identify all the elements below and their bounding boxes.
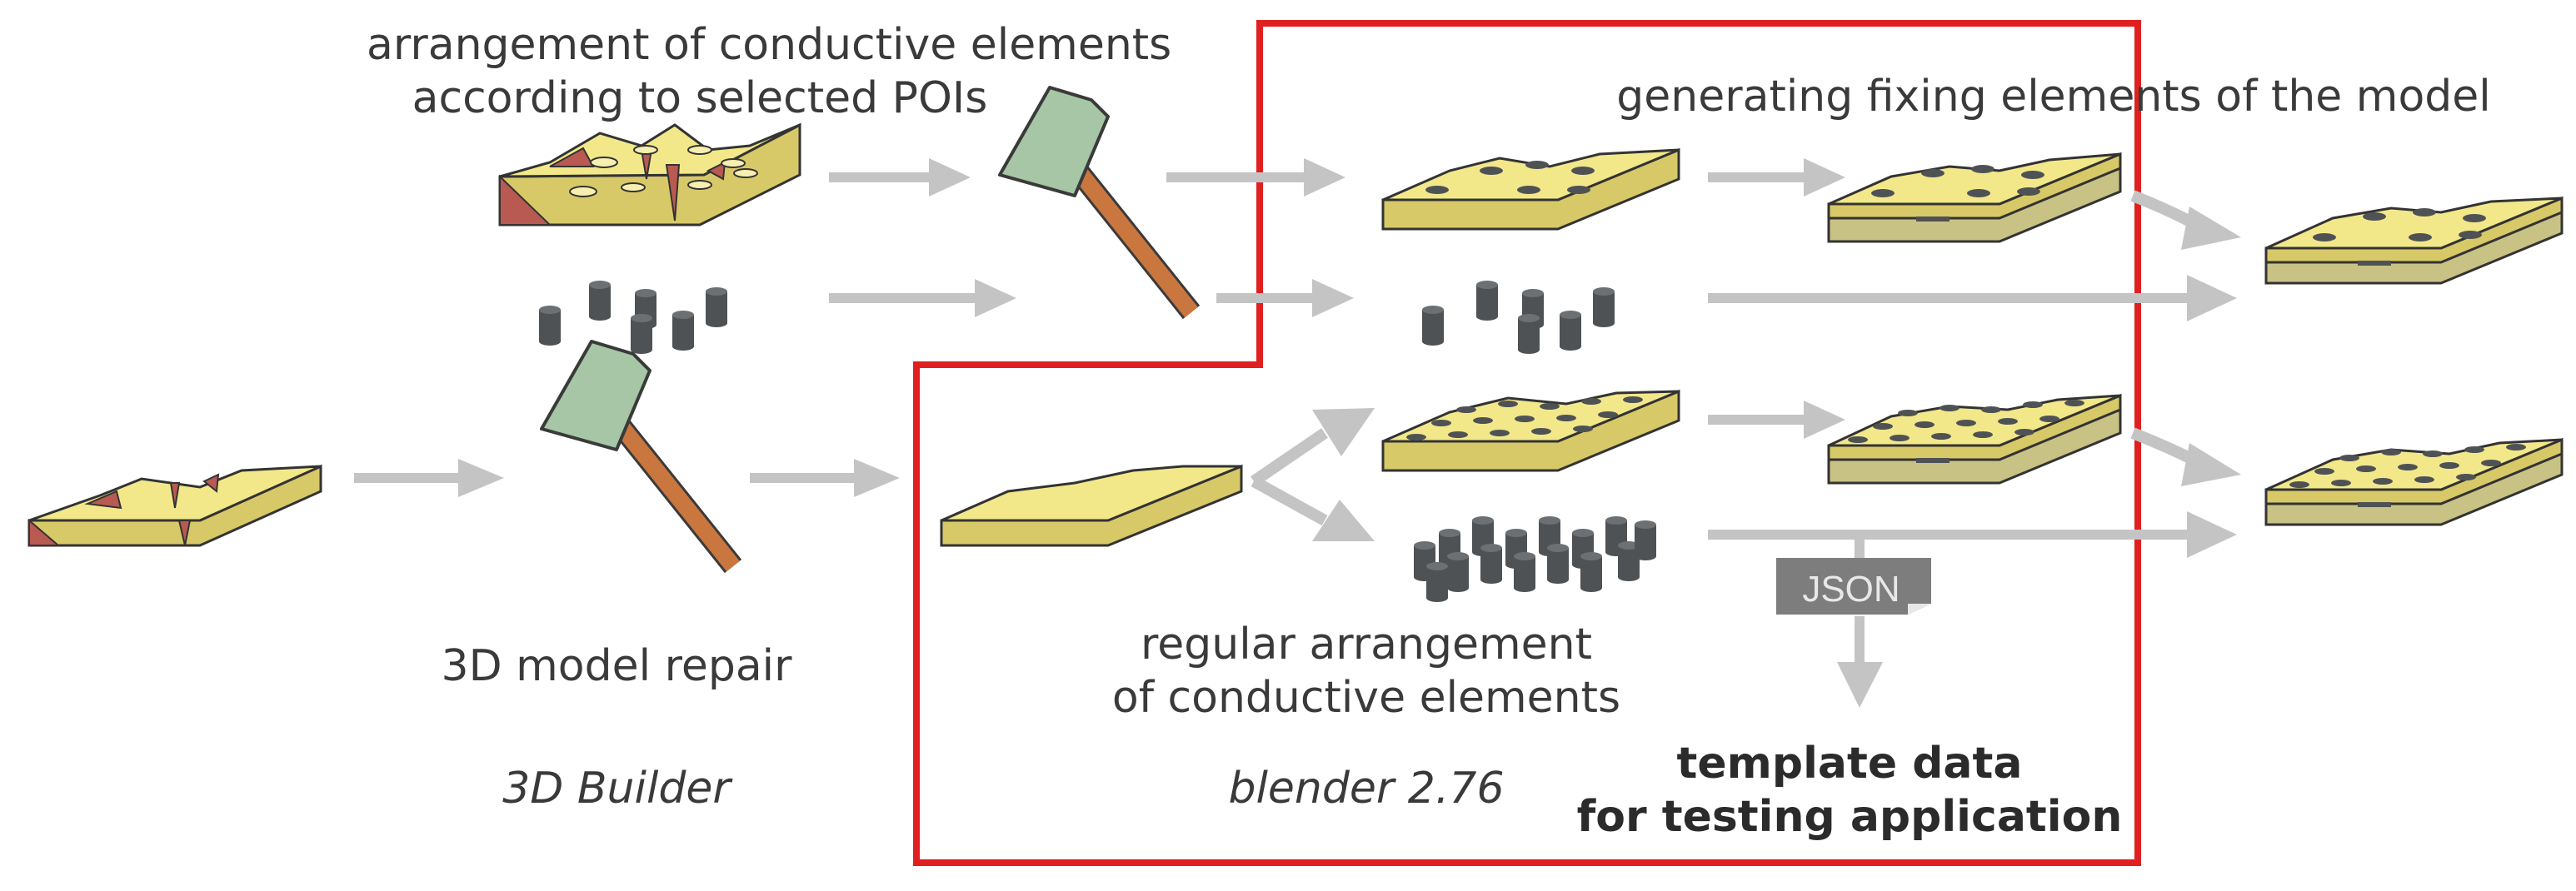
label-conductive-top: arrangement of conductive elements accor…: [367, 18, 1172, 125]
label-fixing: generating fixing elements of the model: [1616, 72, 2491, 122]
label-template: template data for testing application: [1566, 737, 2133, 844]
arrow-icon: [829, 279, 1016, 317]
model-regular-fixed: [1827, 393, 2122, 485]
arrow-icon: [1216, 279, 1354, 317]
label-blender: blender 2.76: [1228, 764, 1505, 814]
label-conductive-top-line2: according to selected POIs: [412, 73, 988, 123]
json-document-icon: JSON: [1776, 558, 1931, 615]
arrow-icon: [1166, 158, 1345, 197]
cylinders-poi-fixed: [1422, 281, 1615, 354]
model-poi-final: [2264, 196, 2564, 285]
arrow-icon: [1837, 616, 1883, 708]
arrow-icon: [1708, 158, 1845, 197]
cylinders-regular: [1414, 516, 1656, 602]
hammer-icon: [542, 341, 733, 566]
label-regular-line2: of conductive elements: [1111, 673, 1621, 723]
arrow-icon: [1251, 428, 1328, 486]
json-label: JSON: [1802, 569, 1900, 610]
model-defective-poi: [498, 122, 801, 226]
label-regular-line1: regular arrangement: [1141, 620, 1592, 669]
label-conductive-top-line1: arrangement of conductive elements: [367, 20, 1172, 70]
label-repair: 3D model repair: [441, 641, 792, 691]
arrow-icon: [1251, 475, 1328, 526]
model-regular-slab: [1381, 389, 1680, 472]
arrow-icon: [354, 459, 504, 497]
json-connector: [1855, 535, 1865, 558]
arrow-icon: [1708, 275, 2237, 321]
model-defective: [27, 464, 322, 547]
model-plain-slab: [940, 464, 1243, 547]
highlight-frame: [913, 20, 2141, 866]
model-poi-fixed: [1827, 152, 2122, 243]
label-template-line2: for testing application: [1576, 792, 2123, 842]
model-regular-final: [2264, 437, 2564, 526]
arrow-icon: [750, 459, 900, 497]
arrow-icon: [1708, 401, 1845, 439]
arrow-icon: [829, 158, 971, 197]
cylinders-poi: [539, 281, 727, 354]
model-poi-slab: [1381, 147, 1680, 231]
arrow-icon: [1708, 511, 2237, 558]
label-builder: 3D Builder: [502, 764, 731, 814]
label-template-line1: template data: [1676, 739, 2023, 789]
label-regular: regular arrangement of conductive elemen…: [1016, 618, 1716, 724]
